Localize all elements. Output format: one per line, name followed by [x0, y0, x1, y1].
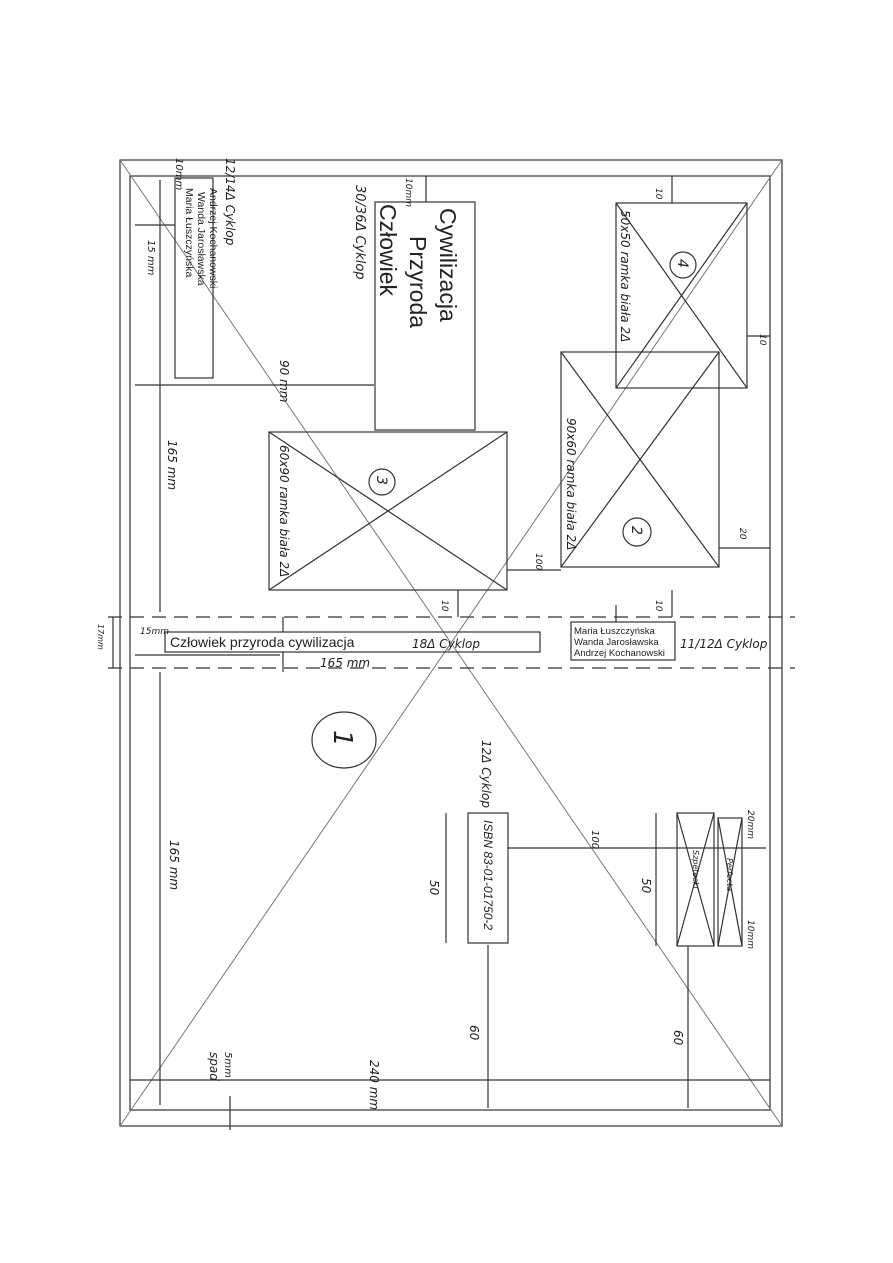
- label-circle-4: [669, 251, 697, 279]
- bleed-note: spad: [207, 1052, 221, 1081]
- dim-20: 20: [737, 528, 747, 540]
- isbn-box: [467, 812, 509, 944]
- front-author-1: Maria Łuszczyńska: [183, 188, 195, 277]
- spine-author-3: Andrzej Kochanowski: [574, 648, 665, 659]
- front-authors-side-note: 15 mm: [145, 240, 156, 276]
- logo-perfecta-box: [717, 817, 743, 947]
- image-3-label: 3: [373, 476, 389, 485]
- image-4-note: 50x50 ramka biała 2Δ: [618, 210, 632, 342]
- spine-title-size-note: 18Δ Cyklop: [412, 637, 480, 651]
- image-2-frame: [560, 351, 720, 568]
- spine-width-note: 17mm: [96, 624, 105, 650]
- sheet-diagonal-2: [119, 159, 783, 1127]
- front-title-box: [374, 201, 476, 431]
- front-authors-size-note: 12/14Δ Cyklop: [223, 158, 237, 246]
- label-circle-3: [368, 468, 396, 496]
- trim-frame: [129, 175, 771, 1111]
- image-4-frame: [615, 202, 748, 389]
- dim-10-b: 10: [757, 334, 767, 346]
- spine-authors-box: [570, 621, 676, 661]
- image-4-label: 4: [674, 259, 690, 268]
- logo-perfecta: Perfecta: [725, 858, 734, 891]
- label-circle-1: [311, 711, 377, 769]
- spine-author-1: Maria Łuszczyńska: [574, 626, 655, 637]
- isbn-text: ISBN 83-01-01750-2: [481, 820, 495, 930]
- image-3-note: 60x90 ramka biała 2Δ: [277, 445, 291, 577]
- image-3-frame: [268, 431, 508, 591]
- front-title-line-3: Cywilizacja: [435, 208, 461, 322]
- front-authors-box: [174, 177, 214, 379]
- dim-10-d: 10: [653, 600, 663, 612]
- logo-dim-20: 20mm: [745, 810, 755, 839]
- front-author-3: Andrzej Kochanowski: [207, 188, 219, 288]
- spine-length-note: 165 mm: [320, 656, 370, 670]
- spine-offset-note: 15mm: [140, 627, 169, 637]
- isbn-dim-100: 100: [589, 830, 600, 849]
- back-height-note: 165 mm: [167, 840, 181, 890]
- front-authors-top-note: 10mm: [173, 158, 184, 190]
- label-circle-2: [622, 517, 652, 547]
- front-title-line-1: Człowiek: [375, 204, 401, 297]
- isbn-dim-50: 50: [427, 880, 441, 896]
- logo-dim-10: 10mm: [745, 920, 755, 949]
- dim-100-front: 100: [533, 553, 543, 570]
- logo-dim-50: 50: [639, 878, 653, 894]
- bleed-value: 5mm: [222, 1052, 233, 1078]
- front-title-line-2: Przyroda: [405, 236, 431, 328]
- logo-szpetecki-box: [676, 812, 715, 947]
- front-title-offset-note: 90 mm: [277, 360, 291, 402]
- front-height-note: 165 mm: [165, 440, 179, 490]
- image-2-label: 2: [628, 526, 644, 535]
- front-title-size-note: 30/36Δ Cyklop: [352, 185, 367, 280]
- image-2-note: 90x60 ramka biała 2Δ: [564, 418, 578, 550]
- isbn-size-note: 12Δ Cyklop: [479, 740, 493, 808]
- dim-10-a: 10: [653, 188, 663, 200]
- spine-title: Człowiek przyroda cywilizacja: [170, 634, 355, 650]
- front-title-top-note: 10mm: [403, 178, 413, 207]
- spine-author-2: Wanda Jarosławska: [574, 637, 659, 648]
- spine-authors-size-note: 11/12Δ Cyklop: [680, 637, 768, 651]
- spine-title-box: [164, 631, 541, 653]
- logo-szpetecki: Szpetecki: [691, 850, 700, 889]
- bleed-outline: [119, 159, 783, 1127]
- back-width-note: 240 mm: [367, 1060, 381, 1110]
- isbn-dim-60: 60: [467, 1025, 481, 1041]
- front-author-2: Wanda Jarosławska: [195, 192, 207, 286]
- dim-10-c: 10: [439, 600, 449, 612]
- logo-dim-60: 60: [671, 1030, 685, 1046]
- back-cover-label: 1: [327, 730, 357, 747]
